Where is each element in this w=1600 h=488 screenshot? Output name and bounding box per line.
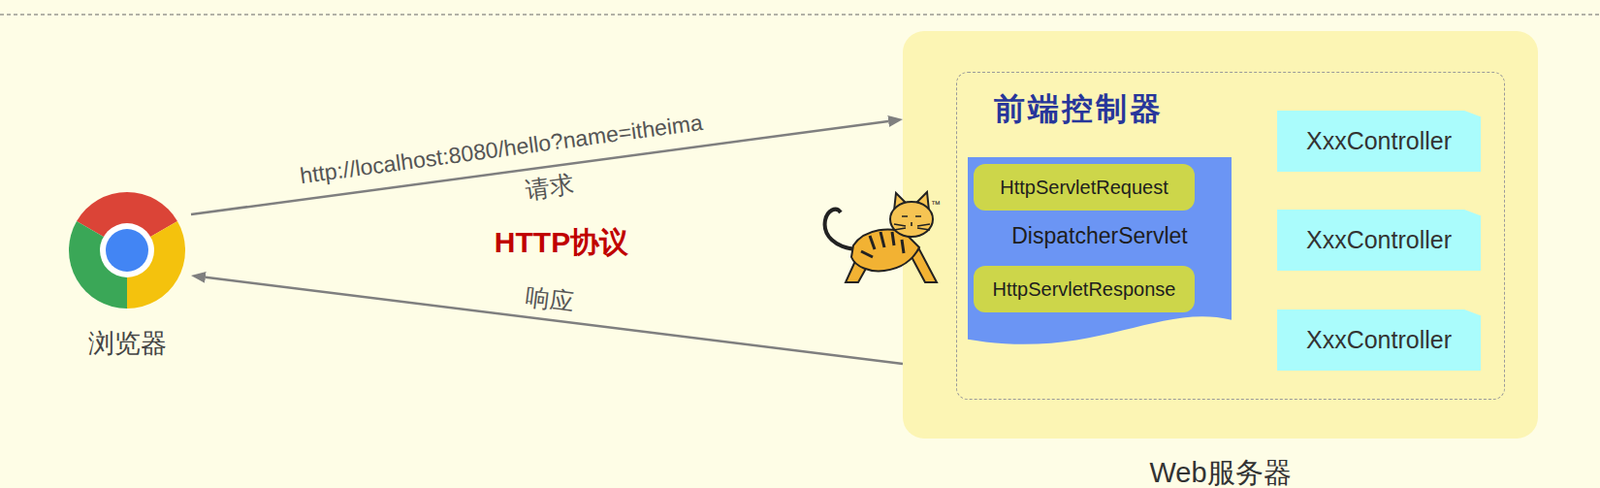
chrome-ring (99, 223, 155, 278)
front-controller-frame: HttpServletRequestHttpServletResponse Dis… (956, 71, 1505, 400)
node-label: HttpServletRequest (999, 176, 1168, 199)
request-object: HttpServletRequest (973, 163, 1195, 211)
wave-fill (967, 157, 1232, 345)
edge-label: 请求 (523, 167, 576, 206)
web-server-box: HttpServletRequestHttpServletResponse Dis… (902, 31, 1538, 439)
response-object: HttpServletResponse (973, 265, 1195, 313)
protocol-label: HTTP协议 (494, 223, 629, 263)
dispatcher-servlet-shape: HttpServletRequestHttpServletResponse Dis… (967, 157, 1232, 353)
note-fill (1277, 309, 1481, 371)
trademark-mark: ™ (930, 198, 941, 210)
cat-face (894, 216, 930, 230)
chrome-center (105, 228, 149, 272)
note-fill (1277, 110, 1481, 172)
node-label: Web服务器 (902, 453, 1538, 488)
node-label: DispatcherServlet (967, 223, 1232, 250)
node-label: XxxController (1306, 325, 1452, 354)
url-label: http://localhost:8080/hello?name=itheima (297, 109, 704, 190)
note-fill (1277, 209, 1481, 271)
edge-label: 响应 (523, 280, 576, 319)
browser-node: 浏览器 (64, 184, 192, 359)
controller-box: XxxController (1277, 309, 1481, 371)
controller-box: XxxController (1277, 110, 1481, 172)
chrome-icon (65, 189, 189, 312)
node-label: XxxController (1306, 127, 1452, 156)
frame-title: 前端控制器 (993, 88, 1164, 131)
tomcat-icon (816, 189, 939, 287)
cat-stripes (861, 231, 904, 257)
response-arrow (205, 277, 903, 364)
node-label: XxxController (1306, 225, 1452, 255)
dashed-separator (0, 14, 1600, 16)
cat-tail (825, 209, 856, 250)
cat-head (890, 201, 933, 237)
node-label: 浏览器 (64, 325, 192, 361)
node-label: HttpServletResponse (992, 278, 1177, 301)
controller-box: XxxController (1277, 209, 1481, 271)
